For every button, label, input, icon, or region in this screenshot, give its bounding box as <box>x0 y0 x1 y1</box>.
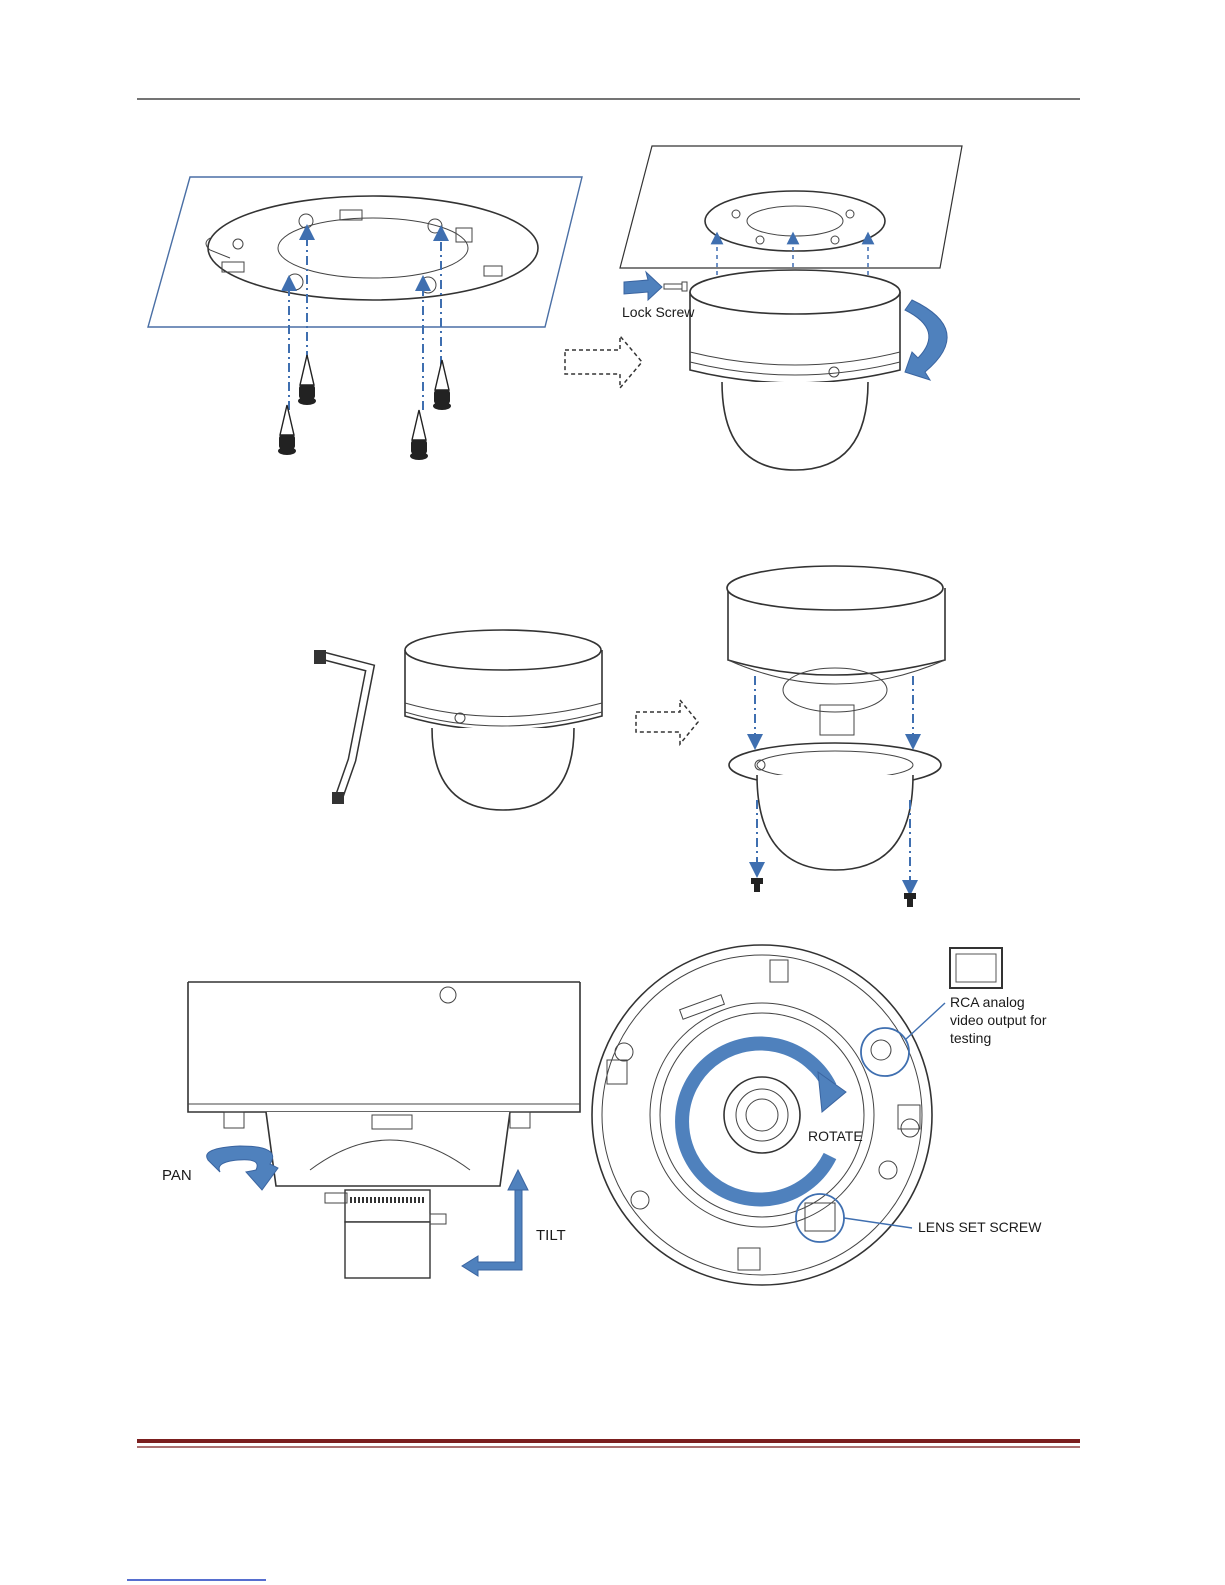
camera-top-view <box>592 945 932 1285</box>
twist-lock-arrow <box>905 300 947 380</box>
rca-label: RCA analog video output for testing <box>950 994 1050 1046</box>
tamper-proof-key <box>314 650 370 804</box>
tilt-label: TILT <box>536 1227 566 1244</box>
lens-set-screw-label: LENS SET SCREW <box>918 1219 1042 1235</box>
next-step-arrow-2 <box>636 700 698 744</box>
pan-arrow <box>207 1146 278 1190</box>
dome-screws <box>751 878 916 907</box>
ceiling-panel-right <box>620 146 962 268</box>
pan-label: PAN <box>162 1167 192 1184</box>
wall-anchor-screws <box>278 355 451 460</box>
next-step-arrow-1 <box>565 336 642 388</box>
lock-screw-label: Lock Screw <box>622 304 695 320</box>
dome-camera-step1 <box>690 270 900 470</box>
rotate-label: ROTATE <box>808 1128 863 1144</box>
ceiling-panel-left <box>148 177 582 327</box>
dome-camera-closed <box>405 630 602 810</box>
monitor-icon <box>950 948 1002 988</box>
lock-screw-arrow <box>624 272 687 300</box>
